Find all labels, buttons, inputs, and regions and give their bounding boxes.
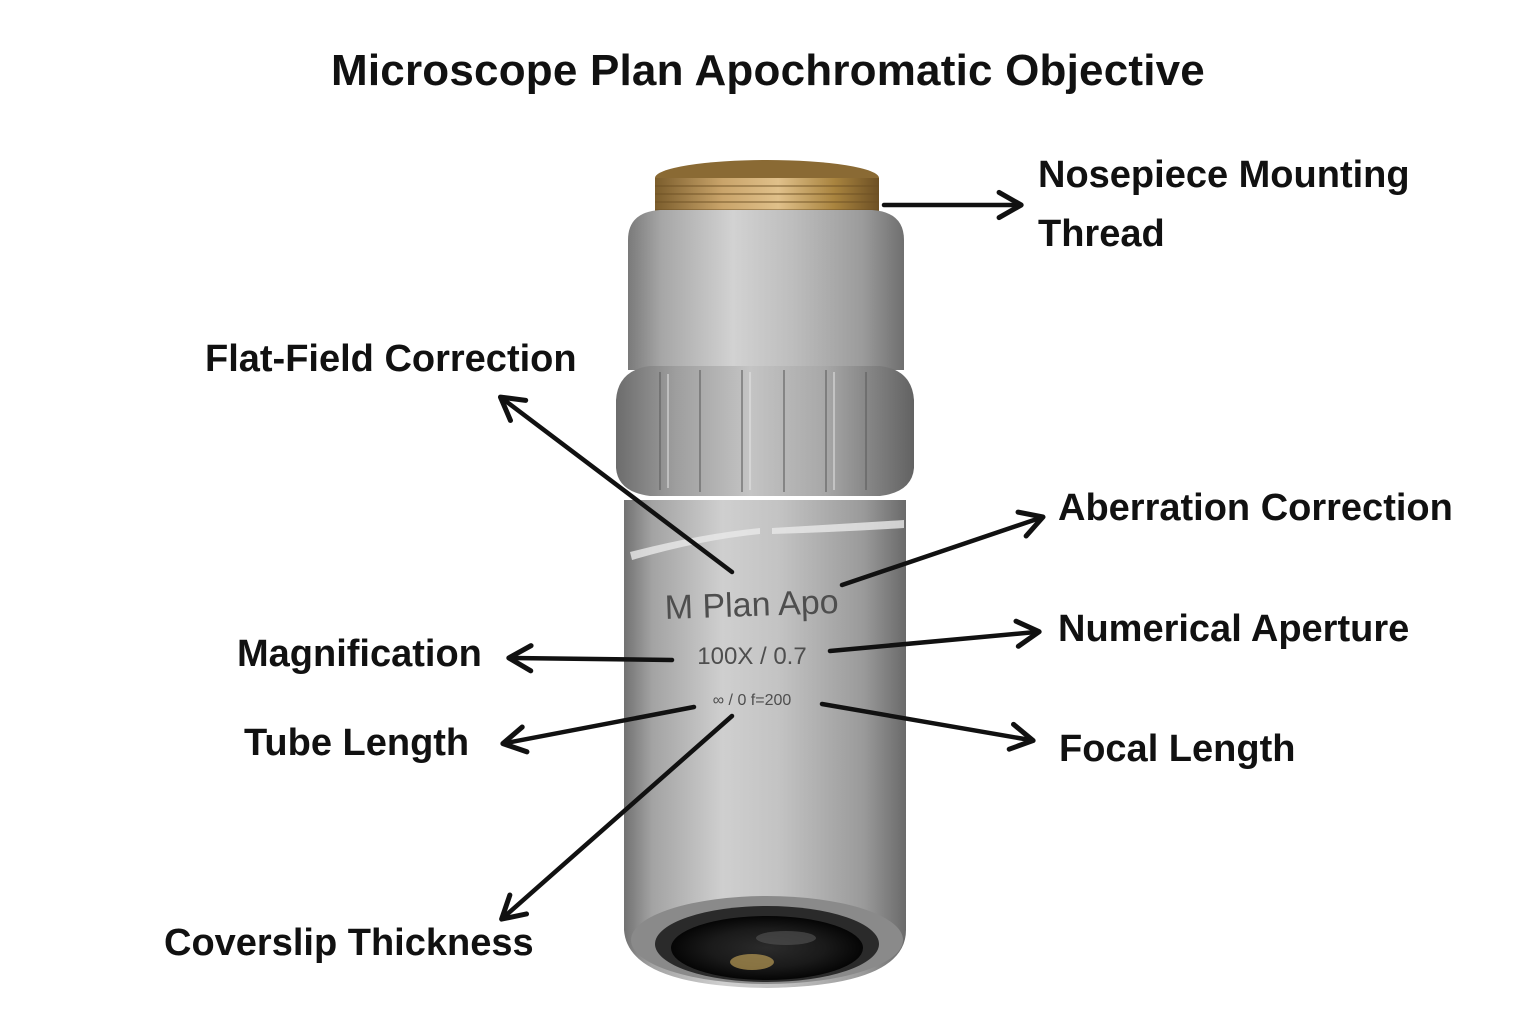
arrow-tube-length xyxy=(500,704,697,755)
arrow-magnification xyxy=(506,643,675,674)
label-numerical-aperture: Numerical Aperture xyxy=(1058,608,1410,650)
label-focal-length: Focal Length xyxy=(1059,728,1296,770)
arrow-numerical-aperture xyxy=(827,618,1042,654)
objective-body xyxy=(616,160,914,988)
label-nosepiece-thread: Nosepiece Mounting Thread xyxy=(1038,146,1410,264)
label-flat-field-correction: Flat-Field Correction xyxy=(205,338,577,380)
label-nosepiece-line2: Thread xyxy=(1038,212,1165,255)
engraving-line2: 100X / 0.7 xyxy=(697,643,806,670)
label-tube-length: Tube Length xyxy=(244,722,470,764)
arrow-focal-length xyxy=(819,701,1036,752)
engraving-line1: M Plan Apo xyxy=(664,583,839,627)
knurled-ring xyxy=(616,366,914,496)
arrow-aberration xyxy=(839,509,1046,588)
label-aberration-correction: Aberration Correction xyxy=(1058,487,1453,529)
page-title: Microscope Plan Apochromatic Objective xyxy=(331,46,1205,95)
engraving-line3: ∞ / 0 f=200 xyxy=(713,692,792,709)
front-lens xyxy=(671,916,863,980)
lower-barrel xyxy=(624,500,906,988)
upper-barrel xyxy=(628,210,904,370)
label-nosepiece-line1: Nosepiece Mounting xyxy=(1038,154,1410,196)
arrow-coverslip xyxy=(499,713,735,922)
label-magnification: Magnification xyxy=(237,633,482,675)
arrow-flat-field xyxy=(497,394,735,575)
label-coverslip-thickness: Coverslip Thickness xyxy=(164,922,534,964)
